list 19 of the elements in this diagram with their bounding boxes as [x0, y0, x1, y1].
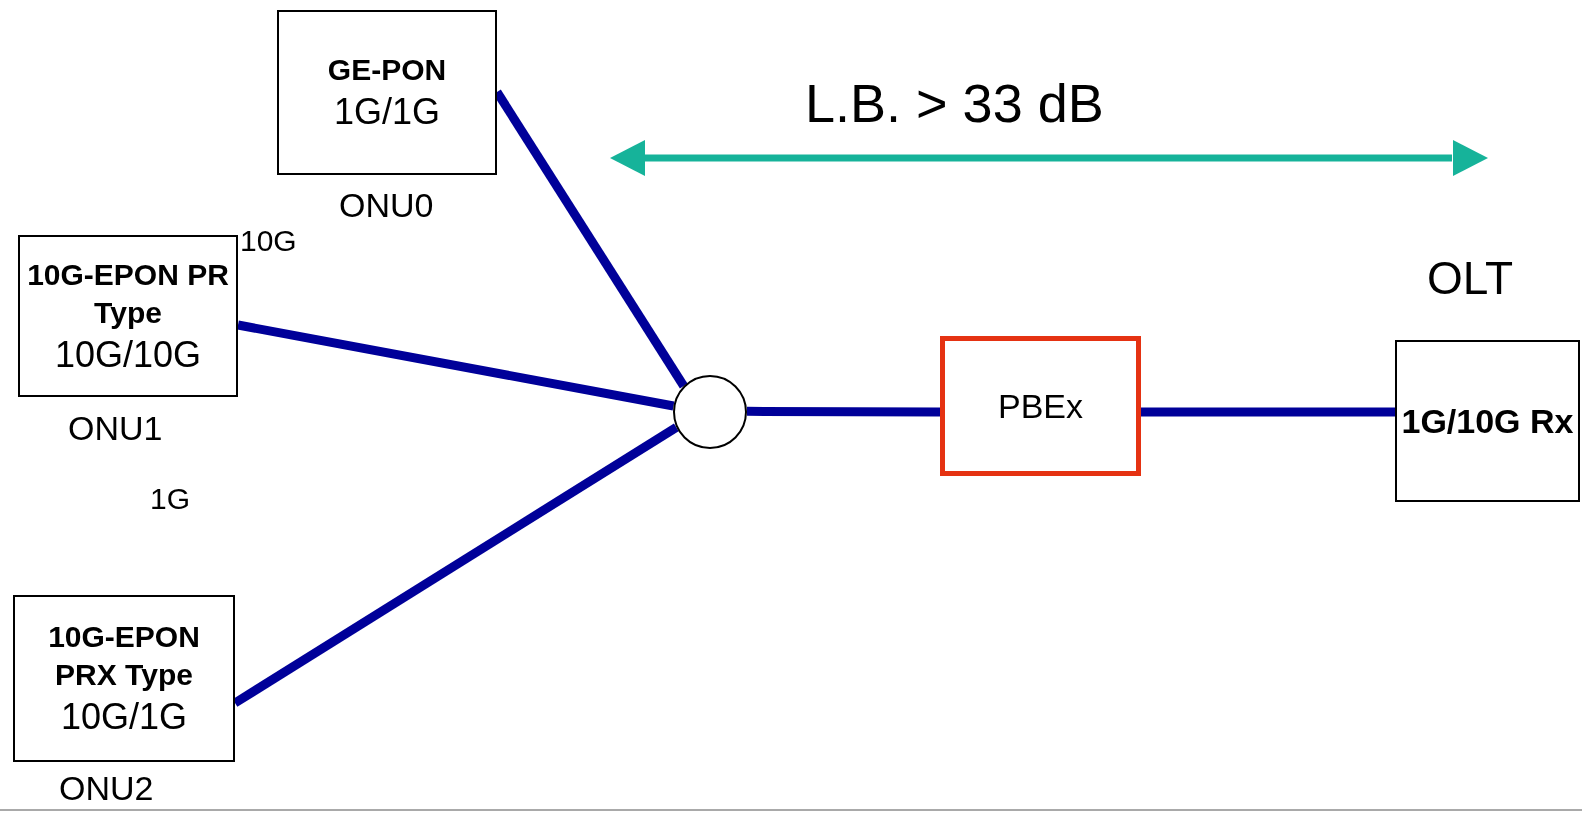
box-heading: GE-PON — [327, 52, 447, 89]
device-label: ONU1 — [68, 408, 163, 449]
device-box — [940, 336, 1141, 476]
box-heading: 1G/10G Rx — [1401, 401, 1574, 442]
box-heading: 10G-EPON PR Type — [26, 256, 230, 331]
box-heading: PBEx — [997, 385, 1083, 427]
rate-label: 10G — [240, 223, 297, 259]
rate-label: 10G/10G — [54, 332, 202, 377]
device-label: ONU2 — [59, 768, 154, 809]
loss-budget-label: L.B. > 33 dB — [805, 72, 1104, 135]
rate-label: 1G — [150, 481, 191, 517]
box-heading: 10G-EPON PRX Type — [47, 619, 201, 693]
fiber-line — [746, 406, 940, 417]
fiber-line — [237, 320, 675, 411]
rate-label: 10G/1G — [60, 695, 188, 739]
device-label: OLT — [1427, 251, 1514, 306]
fiber-line — [1141, 407, 1395, 417]
device-label: ONU0 — [339, 185, 434, 226]
rate-label: 1G/1G — [333, 89, 441, 134]
